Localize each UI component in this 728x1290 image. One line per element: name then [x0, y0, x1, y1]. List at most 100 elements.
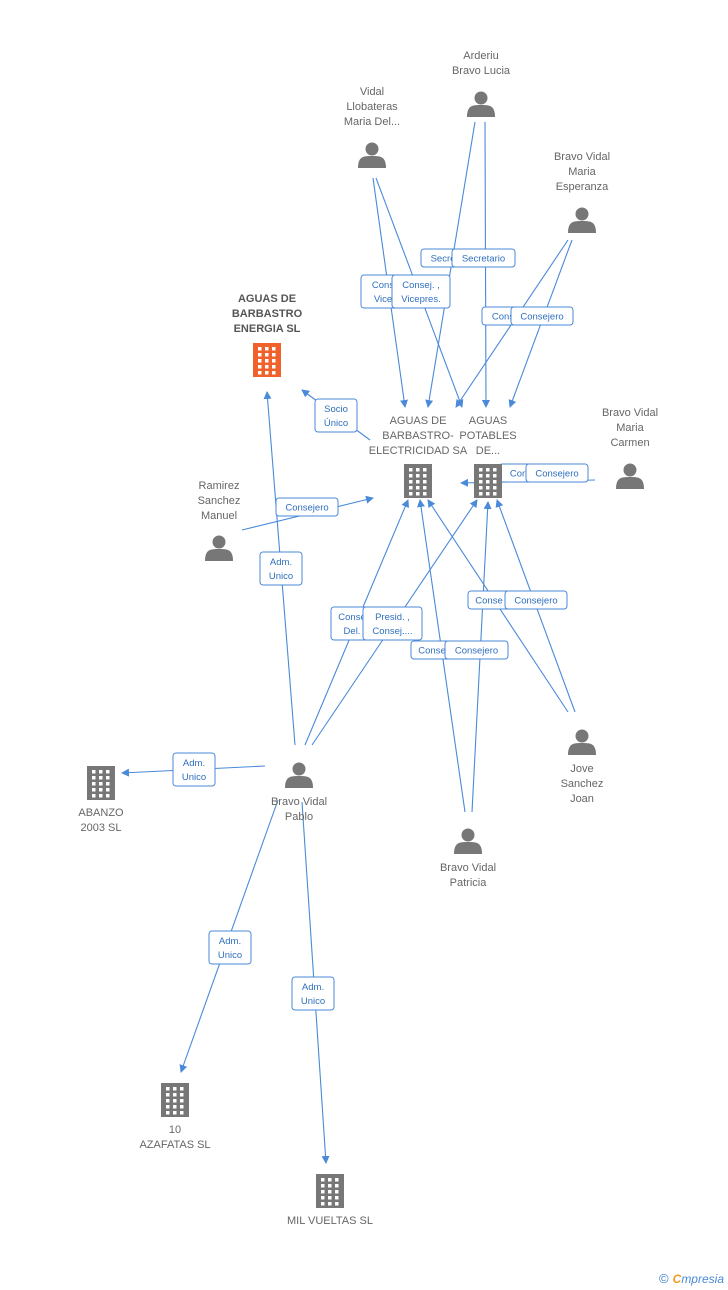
node-label: Vidal [360, 86, 384, 98]
node-label: Joan [570, 793, 594, 805]
footer-brand[interactable]: © Cmpresia [659, 1271, 724, 1286]
role-badge-box [451, 248, 516, 268]
role-badge[interactable]: Secretario [451, 248, 516, 268]
node-label: ENERGIA SL [234, 323, 301, 335]
role-badge[interactable]: Adm.Unico [259, 551, 303, 586]
role-badge-box [172, 752, 216, 787]
role-badge-text: Vice [374, 294, 392, 305]
node-label: Arderiu [463, 50, 498, 62]
node-label: AGUAS DE [238, 293, 296, 305]
building-icon [161, 1083, 189, 1117]
role-badge-text: Del. [344, 626, 361, 637]
role-badge[interactable]: Presid. , Consej.... [362, 606, 423, 641]
role-badge-text: Consej.... [372, 626, 412, 637]
node-label: BARBASTRO [232, 308, 303, 320]
node-label: BARBASTRO- [382, 430, 454, 442]
edges-layer [121, 121, 596, 1164]
role-badge-text: Secre [431, 254, 456, 265]
role-badge-text: Vicepres. [401, 294, 440, 305]
node-label: Maria Del... [344, 116, 400, 128]
company-node-mil_vueltas[interactable]: MIL VUELTAS SL [287, 1174, 373, 1227]
brand-logo: Cmpresia [672, 1271, 724, 1286]
role-badge-text: Socio [324, 404, 348, 415]
node-label: Bravo Vidal [440, 862, 496, 874]
role-badge-text: Consejero [455, 646, 498, 657]
node-label: POTABLES [459, 430, 516, 442]
role-badge-text: Consej. , [402, 280, 440, 291]
role-badge-text: Cons [372, 280, 394, 291]
node-label: AGUAS DE [390, 415, 447, 427]
building-icon [87, 766, 115, 800]
role-badge-text: Cons [510, 469, 532, 480]
role-badge[interactable]: Consejero [504, 590, 568, 610]
role-badge[interactable]: Consejero [444, 640, 509, 660]
role-badge[interactable]: Adm.Unico [208, 930, 252, 965]
role-badge-text: Adm. [302, 982, 324, 993]
role-badge-text: Cons [492, 312, 514, 323]
role-badge-text: Unico [301, 996, 325, 1007]
role-badge-text: Conse [338, 612, 365, 623]
company-node-aguas_potables[interactable]: AGUASPOTABLESDE... [459, 415, 517, 498]
building-icon [253, 343, 281, 377]
node-label: AGUAS [469, 415, 508, 427]
role-badge-text: Unico [269, 571, 293, 582]
node-label: Ramirez [199, 480, 240, 492]
node-label: Sanchez [561, 778, 604, 790]
role-badge[interactable]: Consejero [510, 306, 574, 326]
role-badge-text: Consejero [285, 503, 328, 514]
node-label: ABANZO [78, 807, 124, 819]
person-icon [358, 142, 386, 168]
role-badge[interactable]: Adm.Unico [172, 752, 216, 787]
role-badge-box [391, 274, 451, 309]
role-badge[interactable]: Consejero [525, 463, 589, 483]
role-badge-text: Consejero [514, 596, 557, 607]
role-badge-box [259, 551, 303, 586]
role-badge-text: Presid. , [375, 612, 410, 623]
node-label: Bravo Vidal [271, 796, 327, 808]
node-label: MIL VUELTAS SL [287, 1215, 373, 1227]
role-badge[interactable]: Consejero [275, 497, 339, 517]
person-icon [568, 207, 596, 233]
node-label: 2003 SL [81, 822, 122, 834]
role-badge-text: Consejero [535, 469, 578, 480]
person-icon [467, 91, 495, 117]
role-badge[interactable]: Conse [467, 590, 511, 610]
role-badge[interactable]: Consej. , Vicepres. [391, 274, 451, 309]
role-badge-text: Secretario [462, 254, 505, 265]
company-node-aguas_energia[interactable]: AGUAS DE BARBASTRO ENERGIA SL [232, 293, 303, 377]
role-badge-text: Único [324, 418, 348, 429]
company-node-abanzo[interactable]: ABANZO 2003 SL [78, 766, 124, 834]
node-label: Sanchez [198, 495, 241, 507]
role-badge-box [504, 590, 568, 610]
node-label: Jove [570, 763, 593, 775]
role-badge-text: Adm. [219, 936, 241, 947]
role-badge-box [275, 497, 339, 517]
node-label: Llobateras [346, 101, 398, 113]
nodes-layer: AGUAS DE BARBASTRO ENERGIA SL AGUAS DE BARBA… [78, 50, 658, 1227]
role-badge-box [208, 930, 252, 965]
person-icon [616, 463, 644, 489]
role-badge[interactable]: Adm. Unico [291, 976, 335, 1011]
person-icon [205, 535, 233, 561]
role-badge-box [525, 463, 589, 483]
building-icon [316, 1174, 344, 1208]
node-label: Pablo [285, 811, 313, 823]
role-badge-box [314, 398, 358, 433]
person-icon [568, 729, 596, 755]
role-badge-text: Unico [182, 772, 206, 783]
node-label: 10 [169, 1124, 181, 1136]
role-badge-text: Conse [418, 646, 445, 657]
